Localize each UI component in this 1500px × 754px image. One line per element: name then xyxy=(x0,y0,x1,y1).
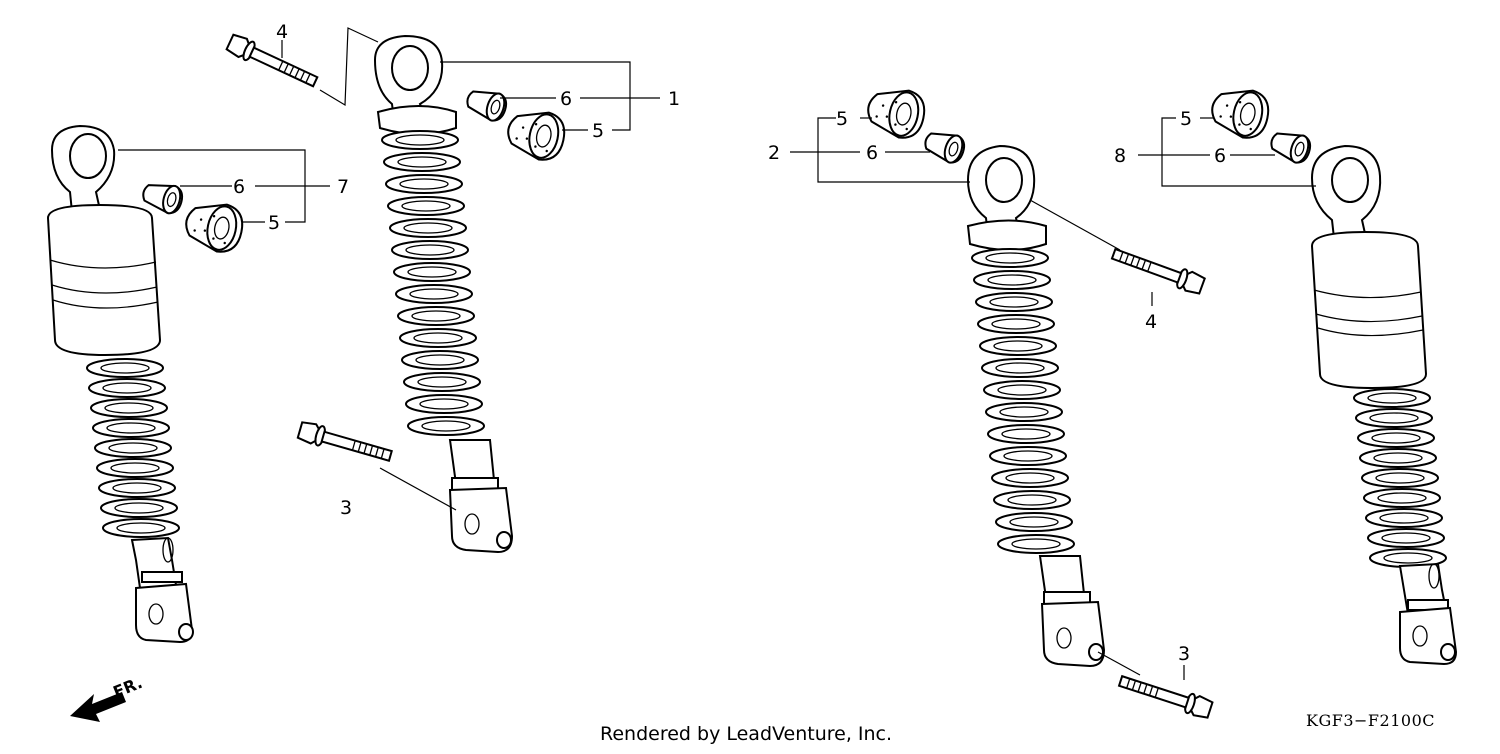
center-collar xyxy=(462,83,511,125)
upper-bolt-b xyxy=(1109,243,1207,297)
right-shock-absorber xyxy=(966,144,1106,668)
lower-bolt-b xyxy=(1116,670,1215,721)
lower-bolt-a xyxy=(296,419,395,467)
right-callout-lines xyxy=(790,117,1185,680)
right-collar xyxy=(920,125,969,167)
center-callout-lines xyxy=(281,27,660,511)
center-shock-absorber xyxy=(373,34,514,554)
callout-lower-bolt-b: 3 xyxy=(1178,643,1190,665)
callout-right-collar: 6 xyxy=(866,142,878,164)
callout-right-shock: 2 xyxy=(768,142,780,164)
callout-center-bushing: 5 xyxy=(592,120,604,142)
callout-upper-bolt-a: 4 xyxy=(276,21,288,43)
callout-left-collar: 6 xyxy=(233,176,245,198)
left-callout-lines xyxy=(118,149,330,223)
front-direction-arrow xyxy=(70,692,126,722)
far-callout-lines xyxy=(1138,117,1316,187)
center-bushing xyxy=(502,104,570,165)
callout-left-shock: 7 xyxy=(337,176,349,198)
left-shock-absorber xyxy=(46,124,194,644)
credit-text: Rendered by LeadVenture, Inc. xyxy=(600,723,892,745)
callout-center-collar: 6 xyxy=(560,88,572,110)
far-collar xyxy=(1266,125,1315,167)
right-bushing xyxy=(862,82,930,143)
callout-center-shock: 1 xyxy=(668,88,680,110)
callout-far-collar: 6 xyxy=(1214,145,1226,167)
callout-upper-bolt-b: 4 xyxy=(1145,311,1157,333)
left-bushing xyxy=(180,196,248,257)
callout-lower-bolt-a: 3 xyxy=(340,497,352,519)
far-bushing xyxy=(1206,82,1274,143)
callout-right-bushing: 5 xyxy=(836,108,848,130)
upper-bolt-a xyxy=(224,31,321,92)
front-direction-label: FR. xyxy=(110,673,145,702)
callout-left-bushing: 5 xyxy=(268,212,280,234)
far-right-shock-absorber xyxy=(1310,144,1458,666)
drawing-code: KGF3−F2100C xyxy=(1306,711,1435,730)
callout-far-bushing: 5 xyxy=(1180,108,1192,130)
callout-far-shock: 8 xyxy=(1114,145,1126,167)
